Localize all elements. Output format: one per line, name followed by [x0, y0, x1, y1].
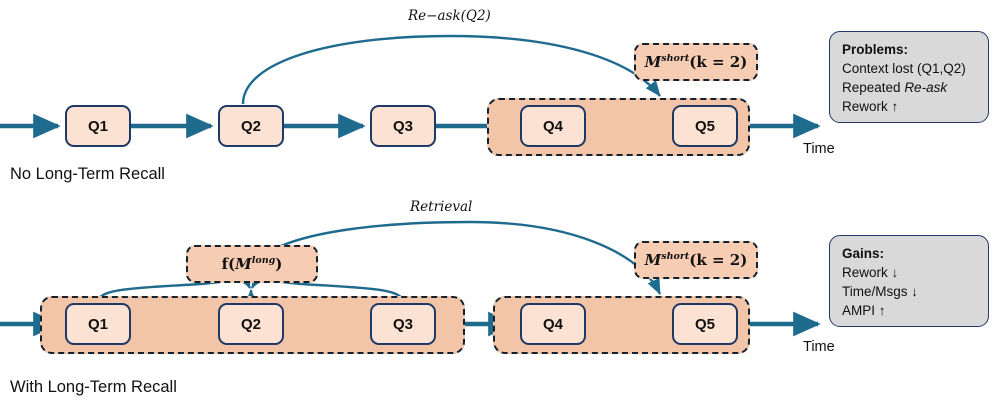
row2-time-axis-label: Time — [803, 339, 835, 355]
row1-reask-edge — [241, 34, 661, 105]
row2-node-q3[interactable]: Q3 — [370, 303, 436, 345]
row1-node-q5[interactable]: Q5 — [672, 105, 738, 147]
row1-node-q1[interactable]: Q1 — [65, 105, 131, 147]
row2-long-memory-formula: f(Mlong) — [221, 255, 283, 273]
problems-panel-title: Problems: — [842, 42, 909, 57]
row1-reask-label: Re−ask(Q2) — [408, 8, 491, 24]
row2-node-q2[interactable]: Q2 — [218, 303, 284, 345]
problems-panel-line-1: Context lost (Q1,Q2) — [842, 61, 966, 77]
problems-panel-line-2: Repeated Re-ask — [842, 80, 948, 96]
gains-panel-line-3: AMPI ↑ — [842, 303, 886, 319]
row1-node-q4[interactable]: Q4 — [520, 105, 586, 147]
row1-short-memory-chip: Mshort(k = 2) — [634, 43, 758, 81]
gains-panel-title: Gains: — [842, 246, 885, 261]
row1-caption: No Long-Term Recall — [10, 165, 165, 183]
gains-panel: Gains: Rework ↓ Time/Msgs ↓ AMPI ↑ — [829, 235, 989, 327]
gains-panel-line-2: Time/Msgs ↓ — [842, 284, 919, 300]
row1-short-memory-formula: Mshort(k = 2) — [644, 53, 748, 71]
problems-panel-line-3: Rework ↑ — [842, 99, 899, 115]
row1-time-axis-label: Time — [803, 141, 835, 157]
gains-panel-line-1: Rework ↓ — [842, 265, 899, 281]
row2-node-q4[interactable]: Q4 — [520, 303, 586, 345]
row2-short-memory-chip: Mshort(k = 2) — [634, 241, 758, 279]
problems-panel: Problems: Context lost (Q1,Q2) Repeated … — [829, 31, 989, 123]
row2-retrieval-edge — [267, 220, 662, 295]
row2-caption: With Long-Term Recall — [10, 378, 177, 396]
row2-node-q5[interactable]: Q5 — [672, 303, 738, 345]
row2-long-memory-chip: f(Mlong) — [186, 245, 318, 283]
row1-node-q3[interactable]: Q3 — [370, 105, 436, 147]
row2-node-q1[interactable]: Q1 — [65, 303, 131, 345]
row2-retrieval-label: Retrieval — [410, 199, 473, 215]
row1-node-q2[interactable]: Q2 — [218, 105, 284, 147]
row2-short-memory-formula: Mshort(k = 2) — [644, 251, 748, 269]
